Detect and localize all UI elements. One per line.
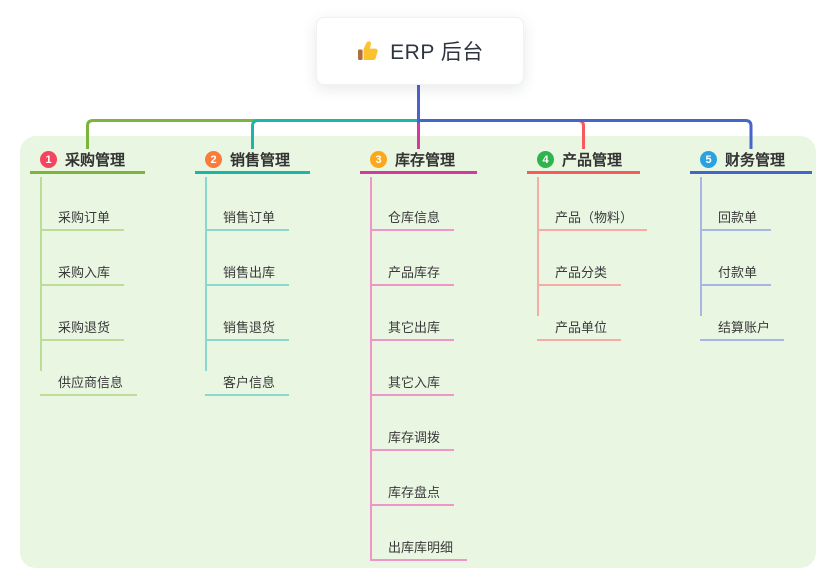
- child-node[interactable]: 采购订单: [40, 205, 125, 231]
- child-node[interactable]: 产品库存: [370, 260, 455, 286]
- branch-purchase-title[interactable]: 1 采购管理: [30, 148, 145, 174]
- branch-number-badge: 4: [537, 151, 554, 168]
- branch-title-label: 财务管理: [725, 152, 786, 169]
- branch-title-label: 产品管理: [562, 152, 623, 169]
- child-node[interactable]: 出库库明细: [370, 535, 468, 561]
- branch-title-label: 库存管理: [395, 152, 456, 169]
- branch-number-badge: 1: [40, 151, 57, 168]
- branch-product: 4 产品管理 产品（物料） 产品分类 产品单位: [527, 148, 648, 341]
- child-node[interactable]: 付款单: [700, 260, 772, 286]
- branch-finance-title[interactable]: 5 财务管理: [690, 148, 812, 174]
- child-node[interactable]: 结算账户: [700, 315, 785, 341]
- branch-finance: 5 财务管理 回款单 付款单 结算账户: [690, 148, 812, 341]
- root-node[interactable]: ERP 后台: [316, 17, 524, 85]
- branch-number-badge: 5: [700, 151, 717, 168]
- thumbs-up-icon: [356, 39, 380, 63]
- child-node[interactable]: 库存调拨: [370, 425, 455, 451]
- branch-product-title[interactable]: 4 产品管理: [527, 148, 640, 174]
- branch-trunk-line: [40, 177, 42, 371]
- branch-number-badge: 2: [205, 151, 222, 168]
- branch-trunk-line: [370, 177, 372, 561]
- child-node[interactable]: 库存盘点: [370, 480, 455, 506]
- branch-purchase: 1 采购管理 采购订单 采购入库 采购退货 供应商信息: [30, 148, 145, 396]
- branch-sales-title[interactable]: 2 销售管理: [195, 148, 310, 174]
- child-node[interactable]: 其它出库: [370, 315, 455, 341]
- branch-inventory-title[interactable]: 3 库存管理: [360, 148, 477, 174]
- root-node-label: ERP 后台: [390, 41, 484, 64]
- branches-panel: [20, 136, 816, 568]
- branch-title-label: 销售管理: [230, 152, 291, 169]
- branch-title-label: 采购管理: [65, 152, 126, 169]
- branch-sales: 2 销售管理 销售订单 销售出库 销售退货 客户信息: [195, 148, 310, 396]
- child-node[interactable]: 仓库信息: [370, 205, 455, 231]
- child-node[interactable]: 销售出库: [205, 260, 290, 286]
- child-node[interactable]: 销售退货: [205, 315, 290, 341]
- branch-trunk-line: [537, 177, 539, 316]
- child-node[interactable]: 客户信息: [205, 370, 290, 396]
- child-node[interactable]: 采购入库: [40, 260, 125, 286]
- child-node[interactable]: 产品（物料）: [537, 205, 648, 231]
- child-node[interactable]: 产品单位: [537, 315, 622, 341]
- child-node[interactable]: 采购退货: [40, 315, 125, 341]
- child-node[interactable]: 供应商信息: [40, 370, 138, 396]
- branch-trunk-line: [700, 177, 702, 316]
- child-node[interactable]: 产品分类: [537, 260, 622, 286]
- branch-trunk-line: [205, 177, 207, 371]
- child-node[interactable]: 其它入库: [370, 370, 455, 396]
- child-node[interactable]: 销售订单: [205, 205, 290, 231]
- branch-inventory: 3 库存管理 仓库信息 产品库存 其它出库 其它入库 库存调拨 库存盘点 出库库…: [360, 148, 477, 561]
- child-node[interactable]: 回款单: [700, 205, 772, 231]
- branch-number-badge: 3: [370, 151, 387, 168]
